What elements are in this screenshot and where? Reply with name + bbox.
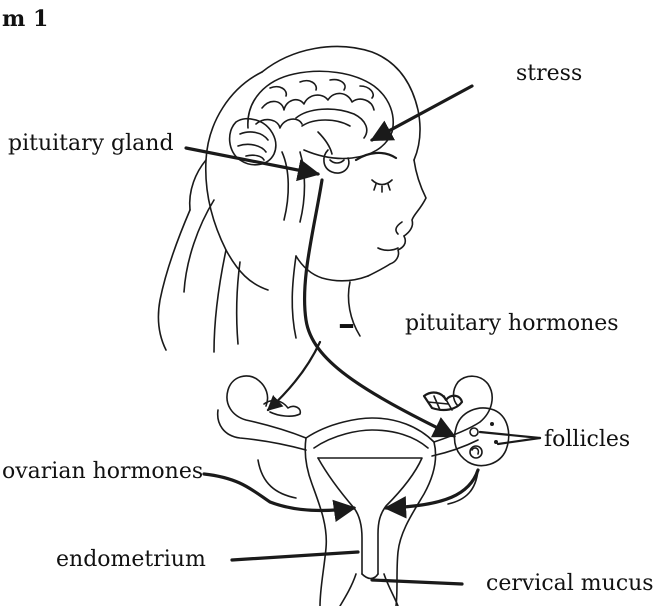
follicle-pointer-2 bbox=[498, 438, 540, 444]
figure-title: m 1 bbox=[2, 6, 48, 32]
label-endometrium: endometrium bbox=[56, 547, 206, 572]
label-ovarian-hormones: ovarian hormones bbox=[2, 459, 203, 484]
endometrium-pointer bbox=[232, 552, 358, 560]
pituitary-to-ovary-arrow bbox=[305, 180, 454, 436]
stress-arrow bbox=[372, 86, 472, 140]
label-stress: stress bbox=[516, 61, 582, 86]
head-drawing bbox=[158, 46, 426, 352]
pituitary-to-left-ovary-arrow bbox=[268, 342, 320, 410]
label-pituitary-hormones: pituitary hormones bbox=[405, 311, 619, 336]
label-follicles: follicles bbox=[544, 427, 630, 452]
minus-sign: – bbox=[338, 304, 355, 344]
label-pituitary-gland: pituitary gland bbox=[8, 131, 174, 156]
label-cervical-mucus: cervical mucus bbox=[486, 571, 654, 596]
cervical-mucus-pointer bbox=[372, 580, 462, 584]
follicle-pointer-1 bbox=[480, 432, 540, 438]
